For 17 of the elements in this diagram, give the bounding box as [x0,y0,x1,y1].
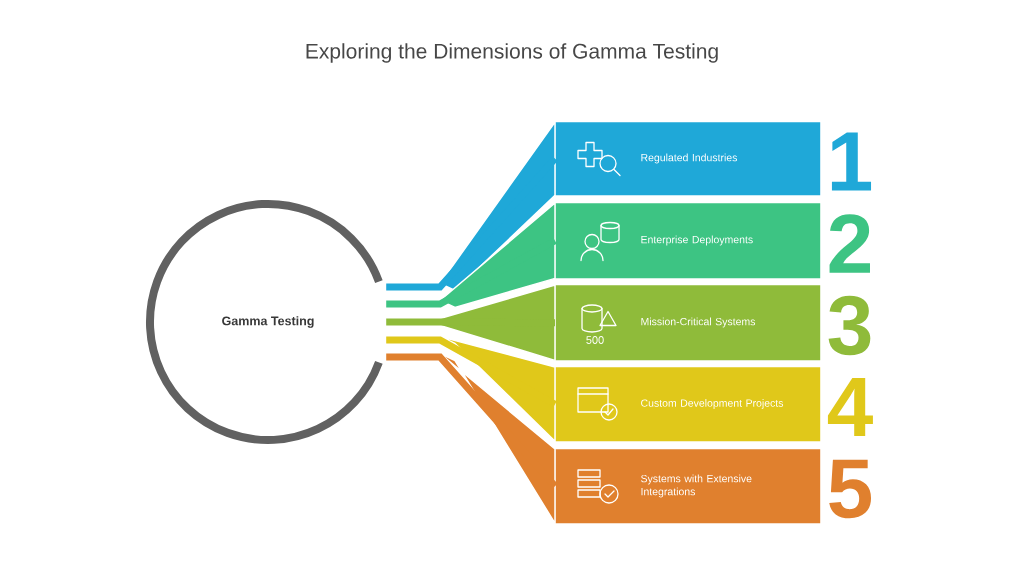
band: Regulated Industries [555,122,821,196]
band: Enterprise Deployments [555,203,821,279]
node-label: Mission-Critical Systems [641,317,756,328]
title: Exploring the Dimensions of Gamma Testing [306,43,718,63]
number: 4 [827,378,873,436]
number: 1 [831,132,872,191]
band: Systems with Extensive Integrations [555,449,821,524]
connector-strip [386,352,558,525]
node-label: Regulated Industries [641,153,738,164]
icon-label: 500 [586,336,604,344]
number: 2 [829,214,870,273]
node-label: Enterprise Deployments [641,235,753,246]
number: 5 [829,459,872,519]
node-label: Custom Development Projects [641,399,784,409]
number: 3 [828,295,871,356]
node-label: Systems with Extensive Integrations [641,474,752,498]
band: Custom Development Projects [555,367,821,442]
